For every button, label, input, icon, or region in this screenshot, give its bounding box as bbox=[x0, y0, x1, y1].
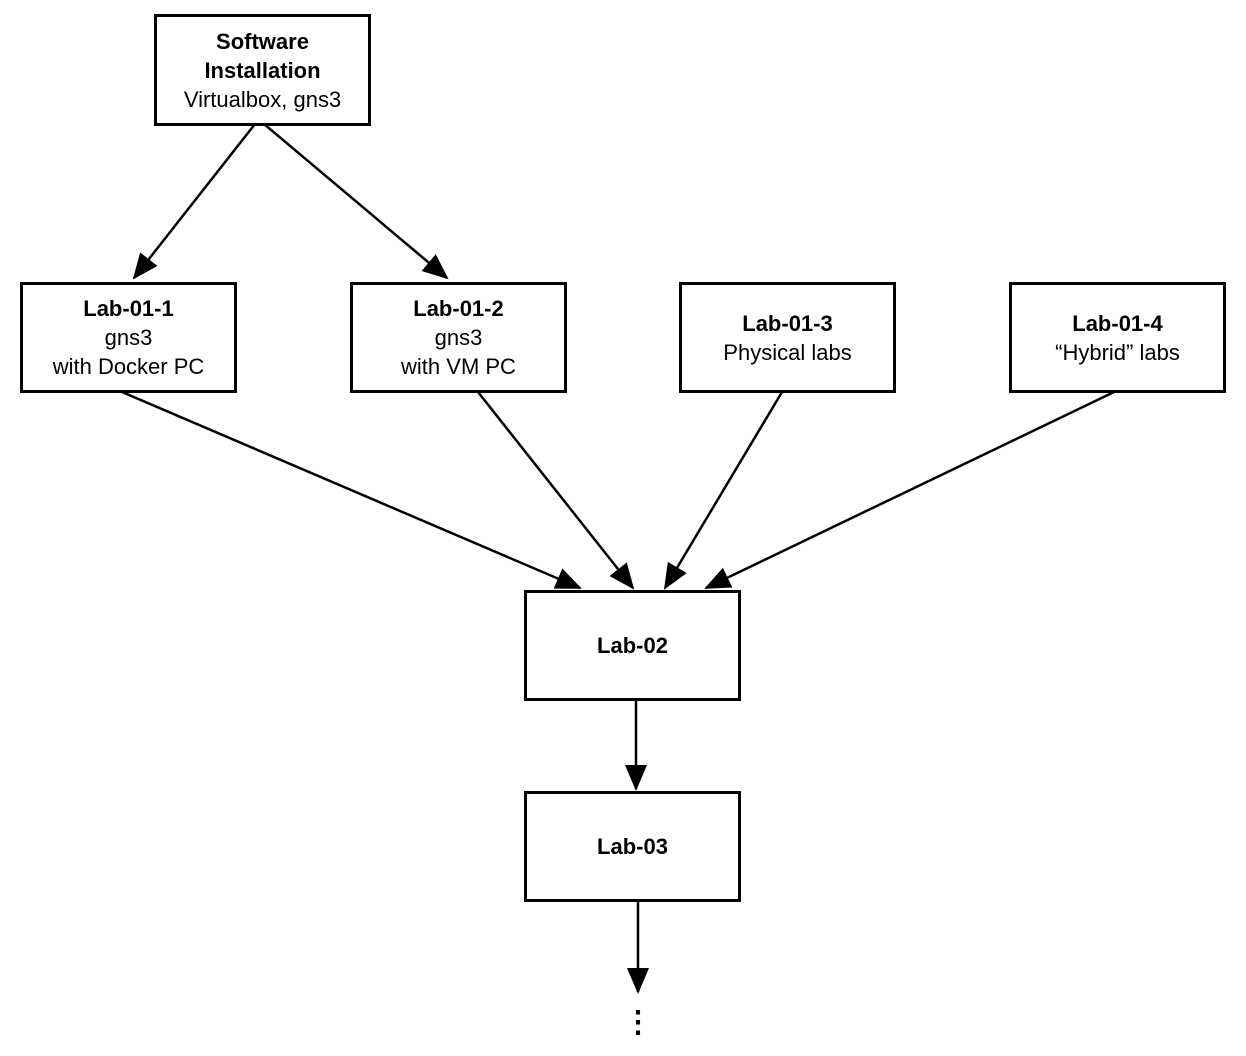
node-text: “Hybrid” labs bbox=[1055, 339, 1180, 365]
node-title: Lab-01-1 bbox=[83, 296, 174, 321]
continuation-ellipsis: ⋮ bbox=[623, 1006, 653, 1039]
edge-software-to-lab-01-2 bbox=[263, 123, 449, 280]
edge-lab-01-2-to-lab-02 bbox=[477, 391, 635, 590]
node-title: Installation bbox=[204, 57, 321, 83]
edge-lab-01-3-to-lab-02 bbox=[663, 391, 784, 590]
lab-01-3-node: Lab-01-3 Physical labs bbox=[679, 282, 896, 393]
lab-01-2-node: Lab-01-2 gns3 with VM PC bbox=[350, 282, 567, 393]
lab-03-node: Lab-03 bbox=[524, 791, 741, 902]
node-title: Lab-01-4 bbox=[1072, 310, 1163, 336]
node-text: Physical labs bbox=[723, 339, 852, 365]
node-title: Lab-01-2 bbox=[413, 296, 504, 321]
node-text: gns3 bbox=[434, 325, 483, 350]
lab-01-4-node: Lab-01-4 “Hybrid” labs bbox=[1009, 282, 1226, 393]
node-text: with VM PC bbox=[401, 354, 516, 379]
node-text: gns3 bbox=[104, 325, 153, 350]
lab-01-1-node: Lab-01-1 gns3 with Docker PC bbox=[20, 282, 237, 393]
software-installation-node: Software Installation Virtualbox, gns3 bbox=[154, 14, 371, 126]
node-text: with Docker PC bbox=[52, 354, 205, 379]
node-title: Software bbox=[216, 28, 309, 54]
node-title: Lab-01-3 bbox=[742, 310, 833, 336]
node-subtitle: Virtualbox, gns3 bbox=[183, 86, 342, 112]
node-title: Lab-03 bbox=[597, 834, 668, 859]
node-title: Lab-02 bbox=[597, 633, 668, 658]
edge-lab-01-1-to-lab-02 bbox=[121, 390, 582, 590]
edge-lab-01-4-to-lab-02 bbox=[704, 390, 1115, 590]
edge-software-to-lab-01-1 bbox=[132, 123, 256, 280]
lab-02-node: Lab-02 bbox=[524, 590, 741, 701]
